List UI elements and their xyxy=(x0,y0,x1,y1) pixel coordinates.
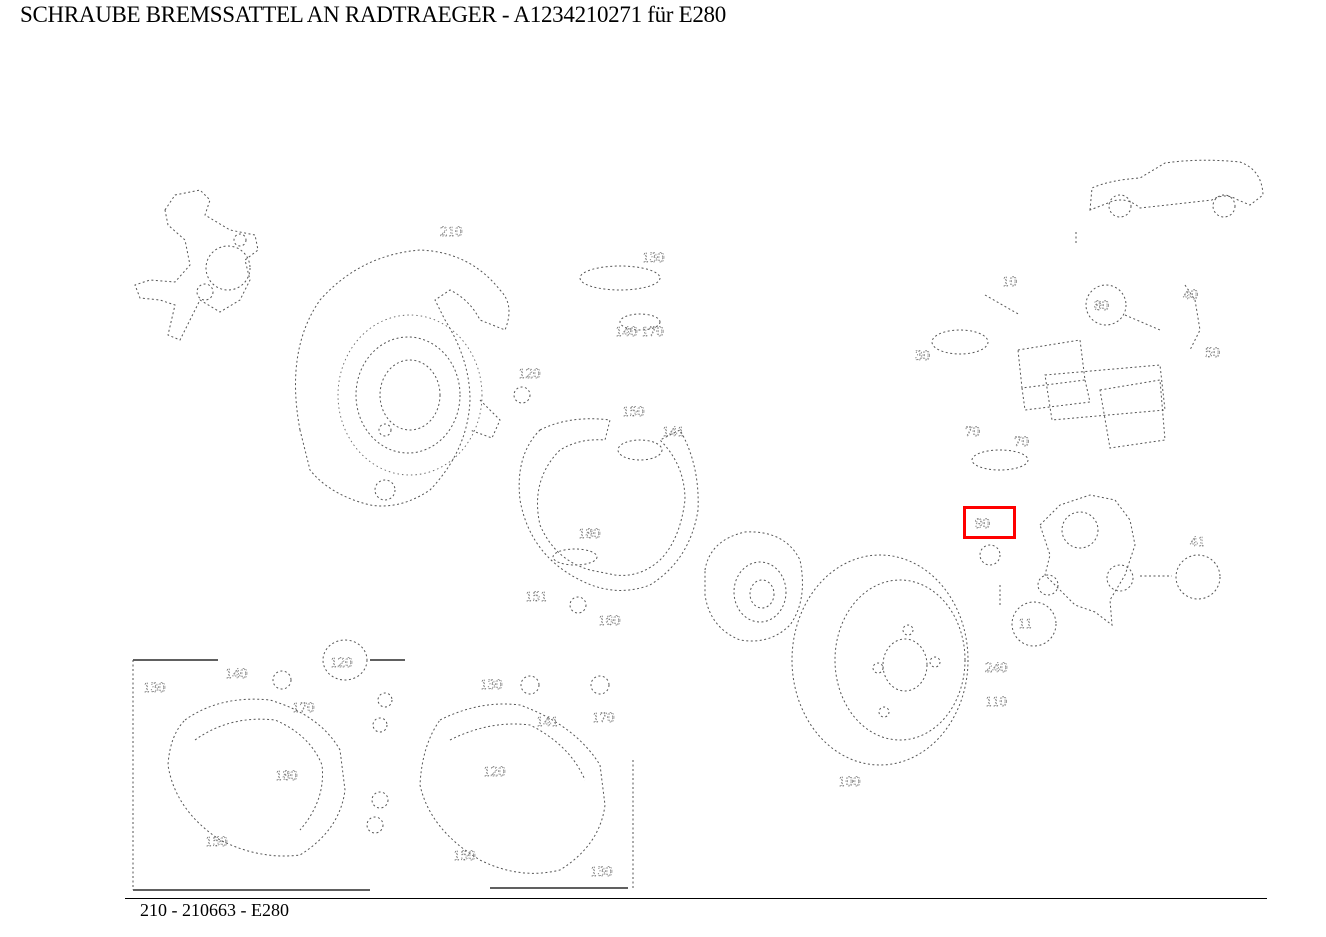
svg-text:150: 150 xyxy=(622,404,645,420)
svg-text:110: 110 xyxy=(985,694,1007,710)
page-title: SCHRAUBE BREMSSATTEL AN RADTRAEGER - A12… xyxy=(20,2,726,27)
footer-divider xyxy=(125,898,1267,899)
svg-text:180: 180 xyxy=(275,768,298,784)
brake-disc-sketch xyxy=(791,554,969,766)
svg-text:160: 160 xyxy=(598,613,621,629)
brake-shoe-sketch xyxy=(518,418,699,614)
diagram-reference: 210 - 210663 - E280 xyxy=(140,900,289,920)
svg-text:30: 30 xyxy=(915,348,930,364)
brake-pads-sketch xyxy=(931,284,1201,471)
svg-text:130: 130 xyxy=(590,864,613,880)
svg-text:70: 70 xyxy=(965,424,980,440)
dust-shield-sketch xyxy=(295,249,510,507)
inset-detail xyxy=(132,639,634,891)
highlighted-part-marker[interactable] xyxy=(963,506,1016,539)
svg-text:50: 50 xyxy=(1205,345,1220,361)
svg-text:100: 100 xyxy=(838,774,861,790)
svg-text:170: 170 xyxy=(592,710,615,726)
car-silhouette xyxy=(1075,159,1264,245)
svg-text:40: 40 xyxy=(1183,287,1198,303)
svg-text:90: 90 xyxy=(975,516,990,532)
svg-text:120: 120 xyxy=(518,366,541,382)
svg-text:180: 180 xyxy=(578,526,601,542)
svg-text:130: 130 xyxy=(642,250,665,266)
svg-text:240: 240 xyxy=(985,660,1008,676)
svg-text:141: 141 xyxy=(536,714,559,730)
wheel-carrier-sketch xyxy=(134,189,259,341)
svg-text:41: 41 xyxy=(1190,534,1205,550)
part-number-marks: 210 130 140 170 120 150 141 180 151 160 … xyxy=(143,224,1221,881)
svg-text:151: 151 xyxy=(525,589,548,605)
spring-parts-sketch xyxy=(513,265,661,404)
svg-text:140: 140 xyxy=(225,666,248,682)
svg-text:11: 11 xyxy=(1018,616,1032,632)
svg-text:210: 210 xyxy=(440,224,463,240)
svg-text:80: 80 xyxy=(1094,298,1109,314)
svg-text:130: 130 xyxy=(143,680,166,696)
svg-text:141: 141 xyxy=(662,424,685,440)
svg-text:150: 150 xyxy=(453,848,476,864)
svg-text:140 170: 140 170 xyxy=(615,324,664,340)
svg-text:120: 120 xyxy=(483,764,506,780)
brake-caliper-sketch xyxy=(979,494,1221,647)
svg-text:170: 170 xyxy=(292,700,315,716)
svg-text:150: 150 xyxy=(205,834,228,850)
svg-text:10: 10 xyxy=(1002,274,1017,290)
svg-text:130: 130 xyxy=(480,677,503,693)
wheel-hub-sketch xyxy=(704,531,803,642)
svg-text:120: 120 xyxy=(330,655,353,671)
svg-text:70: 70 xyxy=(1014,434,1029,450)
